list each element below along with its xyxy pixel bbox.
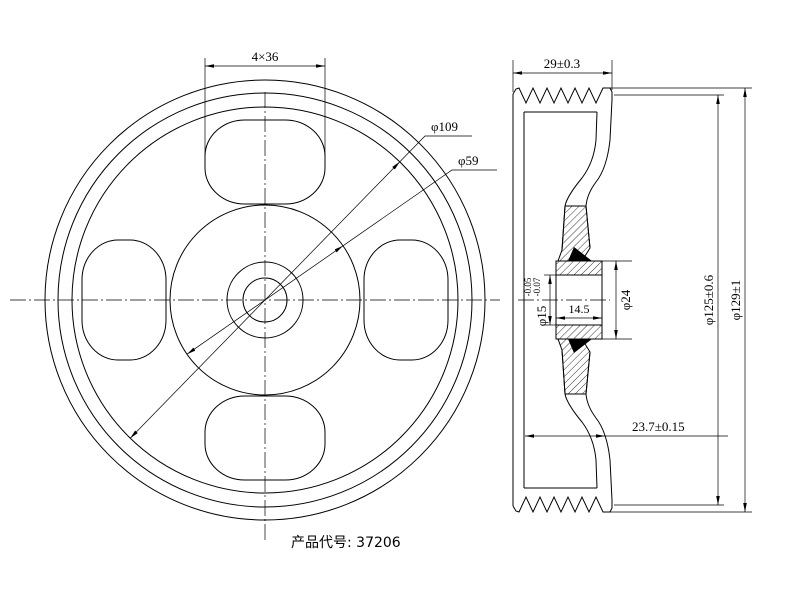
web-outer-profile-bottom <box>585 351 613 508</box>
width-label: 29±0.3 <box>544 56 580 71</box>
dia-129-label: φ129±1 <box>728 280 743 321</box>
front-view: 4×36 φ109 φ59 <box>10 49 500 542</box>
web-inner-profile-top <box>561 111 598 251</box>
weld-mark-bottom <box>568 339 592 353</box>
dia-109-label: φ109 <box>431 119 458 134</box>
bore-tolerance-upper: -0.05 <box>523 277 533 296</box>
hub-section-hatch-bottom <box>556 325 602 339</box>
hub-section-hatch-top <box>556 261 602 275</box>
belt-grooves-top <box>512 86 613 105</box>
bore-dia-label: φ15 <box>534 306 549 327</box>
web-inner-profile-bottom <box>561 349 598 489</box>
depth-label: 23.7±0.15 <box>632 419 685 434</box>
belt-grooves-bottom <box>512 495 613 514</box>
product-code-label: 产品代号: 37206 <box>291 535 401 551</box>
dia-59-dimension-line <box>186 245 344 355</box>
hub-dia-label: φ24 <box>618 289 633 310</box>
dia-59-label: φ59 <box>458 153 479 168</box>
dia-59-leader <box>342 169 497 247</box>
hole-width-label: 4×36 <box>252 49 279 64</box>
weld-mark-top <box>568 247 592 261</box>
side-view: 29±0.3 14.5 φ15 -0.05 -0.07 φ24 φ125±0.6… <box>512 56 752 514</box>
bore-tolerance-lower: -0.07 <box>532 277 542 296</box>
hub-length-label: 14.5 <box>569 302 590 316</box>
dia-125-label: φ125±0.6 <box>701 274 716 325</box>
web-outer-profile-top <box>585 92 613 249</box>
dia-109-leader <box>399 135 472 163</box>
